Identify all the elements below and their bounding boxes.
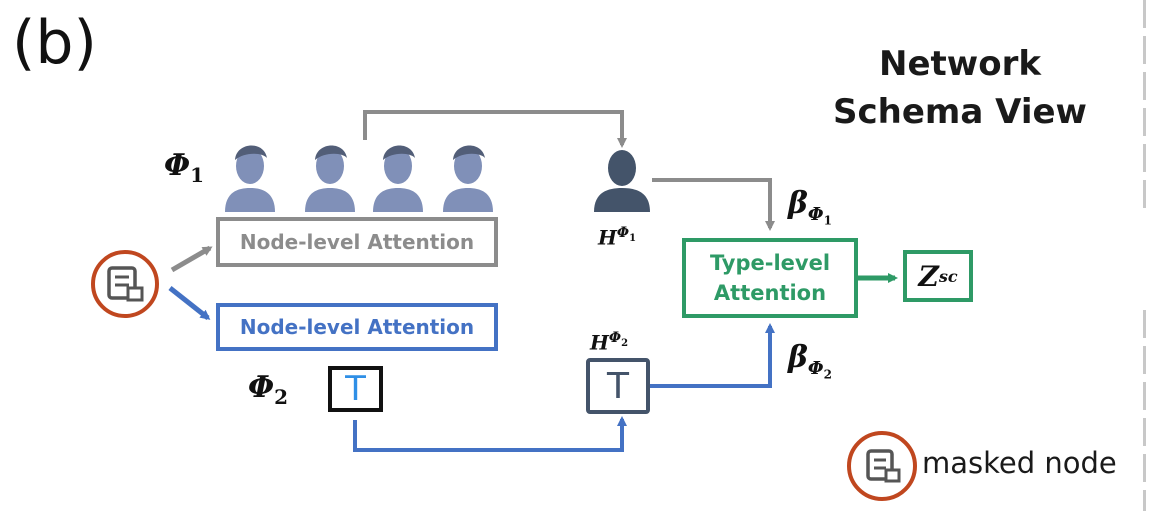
legend-masked-node-icon xyxy=(847,431,917,501)
beta-phi1-sub-base: Φ xyxy=(807,204,824,225)
h-phi2-sup-sub: 2 xyxy=(621,337,629,349)
beta-phi2-sub-base: Φ xyxy=(807,358,824,379)
separator-dash xyxy=(1143,0,1146,28)
beta-phi2-sub: Φ2 xyxy=(807,358,832,382)
separator-dash xyxy=(1143,310,1146,338)
blue-aggregation-arrow xyxy=(353,416,627,452)
type-node-t-box: T xyxy=(328,366,383,412)
h-phi1-label: HΦ1 xyxy=(598,225,636,250)
beta-phi1-base: β xyxy=(788,186,808,221)
separator-dash xyxy=(1143,346,1146,374)
aggregated-type-node-glyph: T xyxy=(607,365,629,407)
gray-masked-to-attn1-arrow xyxy=(170,245,213,273)
type-level-attention-line2: Attention xyxy=(713,281,827,305)
blue-h2-to-type-arrow xyxy=(650,323,775,388)
beta-phi1-sub-sub: 1 xyxy=(823,213,832,228)
z-sc-base: Z xyxy=(918,259,939,293)
phi2-sub: 2 xyxy=(274,385,289,409)
legend-text: masked node xyxy=(922,446,1117,480)
separator-dash xyxy=(1143,418,1146,446)
person-icon-2 xyxy=(305,145,355,212)
beta-phi2-base: β xyxy=(788,340,808,375)
h-phi2-base: H xyxy=(590,330,609,355)
person-icon-4 xyxy=(443,145,493,212)
view-title: Network Schema View xyxy=(820,40,1100,136)
h-phi1-sup: Φ1 xyxy=(616,225,637,244)
separator-dash xyxy=(1143,36,1146,64)
separator-dash xyxy=(1143,382,1146,410)
person-icon-3 xyxy=(373,145,423,212)
type-level-attention-line1: Type-level xyxy=(709,251,831,275)
person-icon-1 xyxy=(225,145,275,212)
h-phi2-label: HΦ2 xyxy=(590,330,628,355)
beta-phi2-label: βΦ2 xyxy=(788,340,832,382)
separator-dash xyxy=(1143,144,1146,172)
node-level-attention-box-1: Node-level Attention xyxy=(216,217,498,267)
phi1-base: Φ xyxy=(164,148,191,183)
beta-phi1-label: βΦ1 xyxy=(788,186,832,228)
node-level-attention-label-2: Node-level Attention xyxy=(239,315,475,339)
h-phi2-sup: Φ2 xyxy=(608,330,629,349)
z-sc-sup: sc xyxy=(938,266,958,286)
aggregated-person-icon xyxy=(594,150,650,212)
h-phi1-sup-sub: 1 xyxy=(629,232,637,244)
node-level-attention-box-2: Node-level Attention xyxy=(216,303,498,351)
type-level-attention-box: Type-level Attention xyxy=(682,238,858,318)
gray-h1-to-type-arrow xyxy=(652,178,775,231)
separator-dash xyxy=(1143,454,1146,482)
phi2-label: Φ2 xyxy=(248,370,288,409)
beta-phi1-sub: Φ1 xyxy=(807,204,832,228)
node-level-attention-label-1: Node-level Attention xyxy=(239,230,475,254)
phi2-base: Φ xyxy=(248,370,275,405)
phi1-label: Φ1 xyxy=(164,148,204,187)
blue-masked-to-attn2-arrow xyxy=(168,286,211,320)
separator-dash xyxy=(1143,180,1146,208)
h-phi1-sup-base: Φ xyxy=(616,225,630,241)
separator-dash xyxy=(1143,108,1146,136)
separator-dash xyxy=(1143,72,1146,100)
h-phi1-base: H xyxy=(598,225,617,250)
view-title-line2: Schema View xyxy=(833,92,1087,132)
panel-label: (b) xyxy=(12,8,97,78)
gray-aggregation-arrow xyxy=(363,110,627,148)
type-node-t-glyph: T xyxy=(345,369,366,409)
view-title-line1: Network xyxy=(879,44,1041,84)
masked-node-icon xyxy=(91,250,159,318)
h-phi2-sup-base: Φ xyxy=(608,330,622,346)
phi1-sub: 1 xyxy=(190,163,205,187)
beta-phi2-sub-sub: 2 xyxy=(823,367,832,382)
aggregated-type-node-box: T xyxy=(586,358,650,414)
separator-dash xyxy=(1143,490,1146,511)
